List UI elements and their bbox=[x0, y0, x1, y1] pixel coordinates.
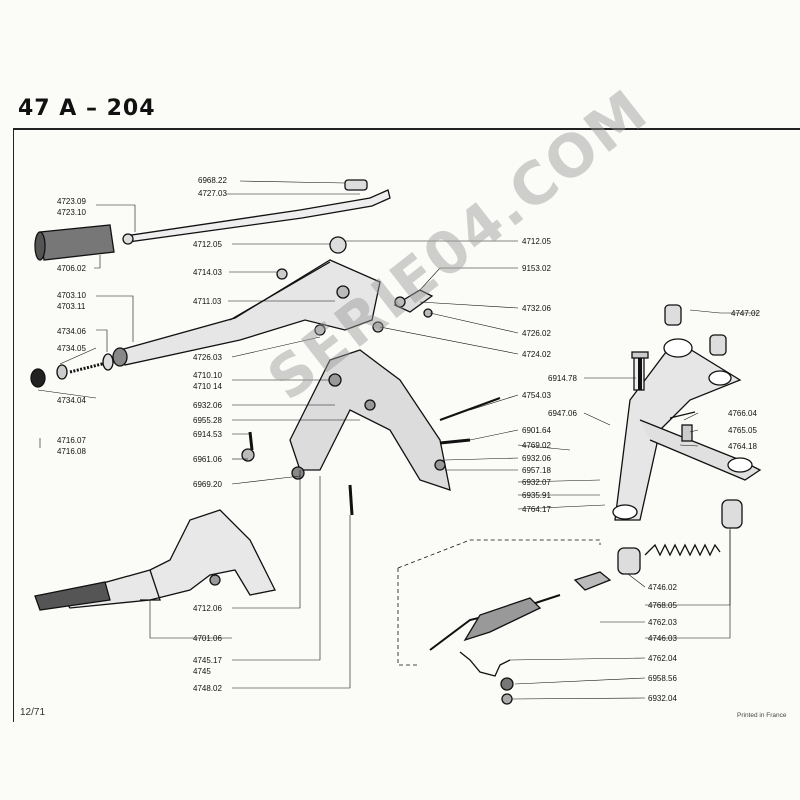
part-label: 4745 bbox=[193, 667, 211, 676]
part-label: 4762.03 bbox=[648, 618, 677, 627]
part-label: 4710 14 bbox=[193, 382, 222, 391]
part-label: 4703.11 bbox=[57, 302, 86, 311]
part-label: 6955.28 bbox=[193, 416, 222, 425]
diagram-frame bbox=[13, 128, 800, 722]
part-label: 4726.03 bbox=[193, 353, 222, 362]
part-label: 4706.02 bbox=[57, 264, 86, 273]
part-label: 4712.05 bbox=[193, 240, 222, 249]
part-label: 6914.53 bbox=[193, 430, 222, 439]
part-label: 6958.56 bbox=[648, 674, 677, 683]
part-label: 4746.03 bbox=[648, 634, 677, 643]
part-label: 6914.78 bbox=[548, 374, 577, 383]
part-label: 6932.04 bbox=[648, 694, 677, 703]
clip-part bbox=[344, 179, 368, 191]
part-label: 4724.02 bbox=[522, 350, 551, 359]
part-label: 4723.09 bbox=[57, 197, 86, 206]
part-label: 6901.64 bbox=[522, 426, 551, 435]
rod-end bbox=[122, 233, 134, 245]
part-label: 4768.05 bbox=[648, 601, 677, 610]
part-label: 6932.06 bbox=[522, 454, 551, 463]
bracket-part bbox=[289, 349, 451, 491]
part-label: 4745.17 bbox=[193, 656, 222, 665]
part-label: 6957.18 bbox=[522, 466, 551, 475]
part-label: 4703.10 bbox=[57, 291, 86, 300]
page-number: 12/71 bbox=[20, 707, 46, 718]
rod-part bbox=[124, 189, 391, 243]
part-label: 6968.22 bbox=[198, 176, 227, 185]
part-label: 6969.20 bbox=[193, 480, 222, 489]
part-label: 6961.06 bbox=[193, 455, 222, 464]
part-label: 4746.02 bbox=[648, 583, 677, 592]
part-label: 6947.06 bbox=[548, 409, 577, 418]
part-label: 4766.04 bbox=[728, 409, 757, 418]
part-label: 4734.04 bbox=[57, 396, 86, 405]
part-label: 4734.05 bbox=[57, 344, 86, 353]
part-label: 4764.17 bbox=[522, 505, 551, 514]
part-label: 4714.03 bbox=[193, 268, 222, 277]
part-label: 4726.02 bbox=[522, 329, 551, 338]
part-label: 4711.03 bbox=[193, 297, 222, 306]
page-title: 47 A – 204 bbox=[18, 96, 156, 121]
part-label: 9153.02 bbox=[522, 264, 551, 273]
part-label: 4716.07 bbox=[57, 436, 86, 445]
spring-part bbox=[644, 543, 721, 557]
part-label: 4712.06 bbox=[193, 604, 222, 613]
print-note: Printed in France bbox=[737, 712, 787, 719]
part-label: 4747.02 bbox=[731, 309, 760, 318]
part-label: 4765.05 bbox=[728, 426, 757, 435]
part-label: 4732.06 bbox=[522, 304, 551, 313]
part-label: 4734.06 bbox=[57, 327, 86, 336]
part-label: 4710.10 bbox=[193, 371, 222, 380]
part-label: 4764.18 bbox=[728, 442, 757, 451]
part-label: 6935.91 bbox=[522, 491, 551, 500]
part-label: 4716.08 bbox=[57, 447, 86, 456]
grip-part bbox=[39, 224, 115, 261]
part-label: 4712.05 bbox=[522, 237, 551, 246]
part-label: 4727.03 bbox=[198, 189, 227, 198]
assembly-part bbox=[58, 509, 276, 609]
part-label: 4762.04 bbox=[648, 654, 677, 663]
part-label: 4701.06 bbox=[193, 634, 222, 643]
part-label: 4723.10 bbox=[57, 208, 86, 217]
part-label: 6932.07 bbox=[522, 478, 551, 487]
part-label: 6932.06 bbox=[193, 401, 222, 410]
part-label: 4748.02 bbox=[193, 684, 222, 693]
part-label: 4769.02 bbox=[522, 441, 551, 450]
part-label: 4754.03 bbox=[522, 391, 551, 400]
